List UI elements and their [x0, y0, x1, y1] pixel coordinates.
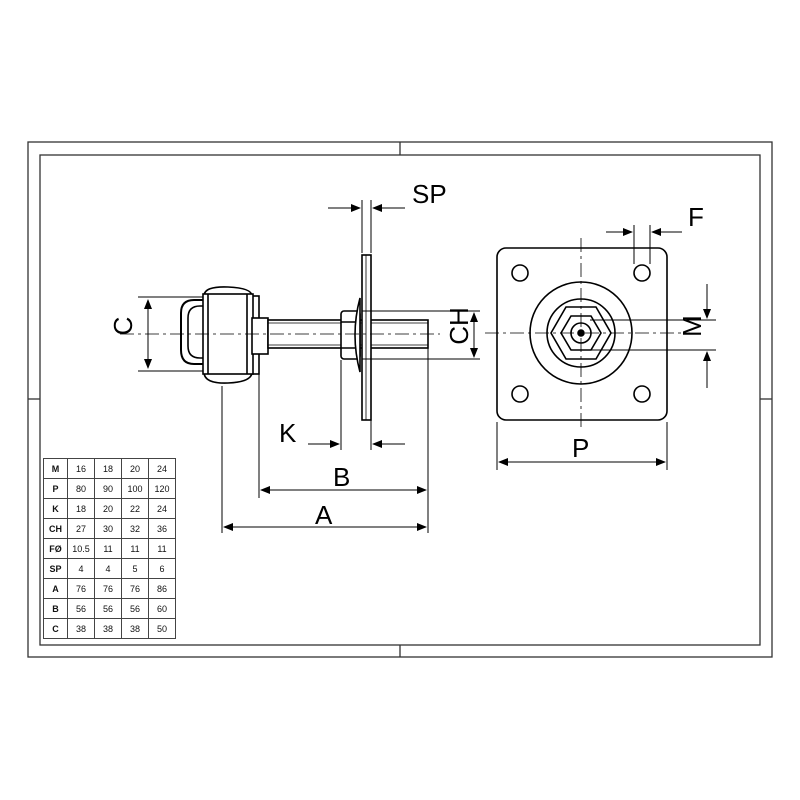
table-cell: 36 — [148, 518, 176, 539]
dim-label-b: B — [333, 462, 350, 492]
table-row-key: A — [43, 578, 68, 599]
dim-label-c: C — [108, 317, 138, 336]
table-cell: 76 — [94, 578, 122, 599]
table-cell: 22 — [121, 498, 149, 519]
table-cell: 27 — [67, 518, 95, 539]
table-cell: 11 — [94, 538, 122, 559]
table-row-key: CH — [43, 518, 68, 539]
table-cell: 11 — [121, 538, 149, 559]
table-cell: 6 — [148, 558, 176, 579]
table-cell: 60 — [148, 598, 176, 619]
table-cell: 56 — [67, 598, 95, 619]
dim-label-sp: SP — [412, 179, 447, 209]
table-row-key: C — [43, 618, 68, 639]
table-cell: 5 — [121, 558, 149, 579]
table-cell: 90 — [94, 478, 122, 499]
dim-label-f: F — [688, 202, 704, 232]
table-cell: 20 — [121, 458, 149, 479]
table-cell: 20 — [94, 498, 122, 519]
dim-label-a: A — [315, 500, 333, 530]
table-cell: 38 — [121, 618, 149, 639]
plate-front-view — [496, 247, 668, 421]
dim-label-p: P — [572, 433, 589, 463]
table-cell: 4 — [94, 558, 122, 579]
table-cell: 76 — [67, 578, 95, 599]
table-cell: 120 — [148, 478, 176, 499]
table-row-key: K — [43, 498, 68, 519]
table-cell: 18 — [94, 458, 122, 479]
centre-lines-front — [485, 238, 690, 430]
table-cell: 56 — [121, 598, 149, 619]
table-cell: 32 — [121, 518, 149, 539]
table-cell: 10.5 — [67, 538, 95, 559]
table-cell: 30 — [94, 518, 122, 539]
table-cell: 100 — [121, 478, 149, 499]
dimension-lines — [138, 200, 716, 533]
dim-label-ch: CH — [444, 307, 474, 345]
table-cell: 18 — [67, 498, 95, 519]
drawing-frame — [27, 141, 773, 658]
table-cell: 24 — [148, 498, 176, 519]
table-row-key: M — [43, 458, 68, 479]
table-row-key: SP — [43, 558, 68, 579]
table-cell: 76 — [121, 578, 149, 599]
dim-label-m: M — [677, 315, 707, 337]
dim-label-k: K — [279, 418, 297, 448]
table-cell: 4 — [67, 558, 95, 579]
table-row-key: P — [43, 478, 68, 499]
table-cell: 24 — [148, 458, 176, 479]
table-cell: 80 — [67, 478, 95, 499]
table-cell: 56 — [94, 598, 122, 619]
table-cell: 50 — [148, 618, 176, 639]
hinge-side-view — [180, 254, 429, 421]
table-cell: 86 — [148, 578, 176, 599]
table-cell: 38 — [67, 618, 95, 639]
table-cell: 16 — [67, 458, 95, 479]
table-cell: 11 — [148, 538, 176, 559]
table-row-key: B — [43, 598, 68, 619]
table-cell: 38 — [94, 618, 122, 639]
table-row-key: FØ — [43, 538, 68, 559]
